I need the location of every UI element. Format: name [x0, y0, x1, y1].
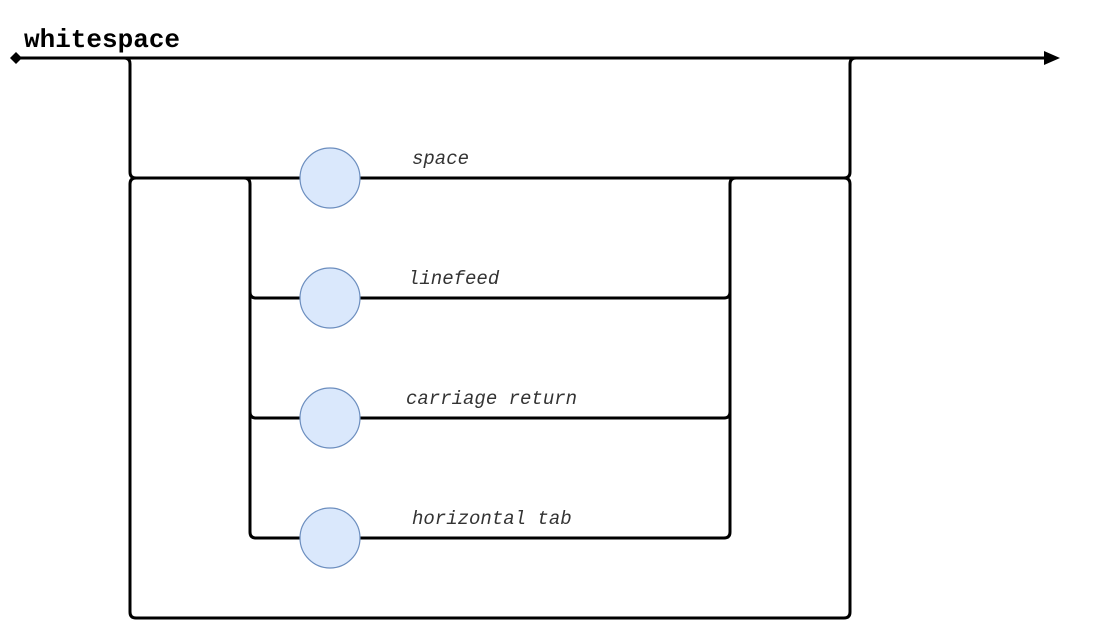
node-space: [299, 147, 361, 209]
label-horizontal-tab: horizontal tab: [412, 508, 572, 530]
choice-right-bracket: [722, 176, 738, 540]
end-arrow: [1044, 51, 1060, 65]
label-space: space: [412, 148, 469, 170]
choice-left-bracket: [242, 176, 258, 540]
node-carriage-return: [299, 387, 361, 449]
node-horizontal-tab: [299, 507, 361, 569]
label-linefeed: linefeed: [408, 268, 500, 290]
label-carriage-return: carriage return: [406, 388, 577, 410]
rule-title: whitespace: [24, 25, 180, 55]
optional-bypass-loop: [122, 56, 858, 180]
repeat-loop: [128, 176, 852, 620]
node-linefeed: [299, 267, 361, 329]
